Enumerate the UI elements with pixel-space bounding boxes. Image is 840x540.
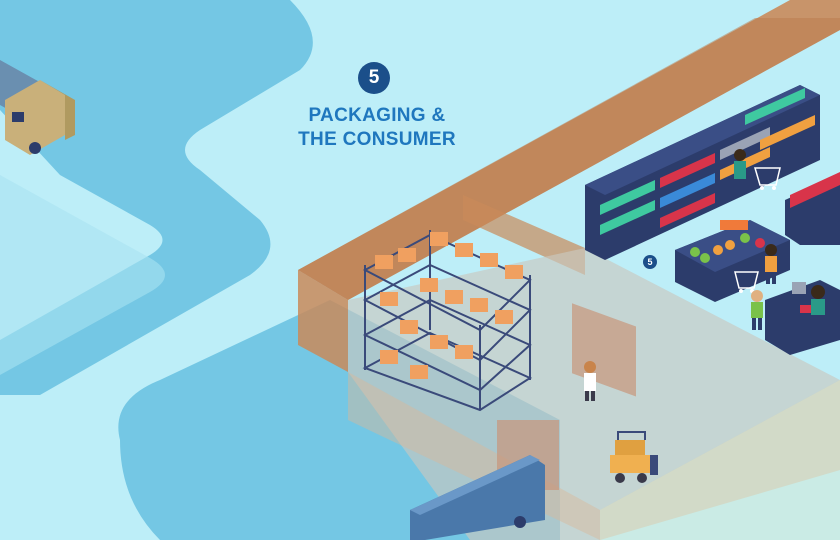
produce-stand: [675, 220, 790, 302]
forklift: [610, 431, 658, 483]
warehouse-left-wall: [298, 270, 348, 372]
section-title: PACKAGING & THE CONSUMER: [262, 104, 492, 152]
section-title-line-2: THE CONSUMER: [298, 129, 456, 150]
shopper-3: [751, 290, 763, 330]
shopping-cart-1: [753, 167, 781, 190]
warehouse-worker: [584, 361, 596, 401]
shopper-2: [765, 244, 777, 284]
warehouse-right-wall: [600, 380, 840, 540]
section-title-line-1: PACKAGING &: [308, 105, 446, 126]
warehouse-back-wall-top: [298, 18, 840, 300]
shopping-cart-2: [734, 271, 759, 293]
shopper-1: [734, 149, 746, 191]
road: [0, 175, 165, 375]
checkout-counter: [765, 280, 840, 355]
delivery-truck-top: [0, 60, 75, 155]
step-number-badge: 5: [358, 62, 390, 94]
warehouse-rack: [362, 230, 533, 412]
cashier: [811, 285, 825, 315]
store-marker-badge: 5: [643, 255, 657, 269]
store-shelf-right: [785, 172, 840, 245]
delivery-truck-bottom: [410, 455, 545, 540]
store-shelf-main: [585, 85, 820, 260]
